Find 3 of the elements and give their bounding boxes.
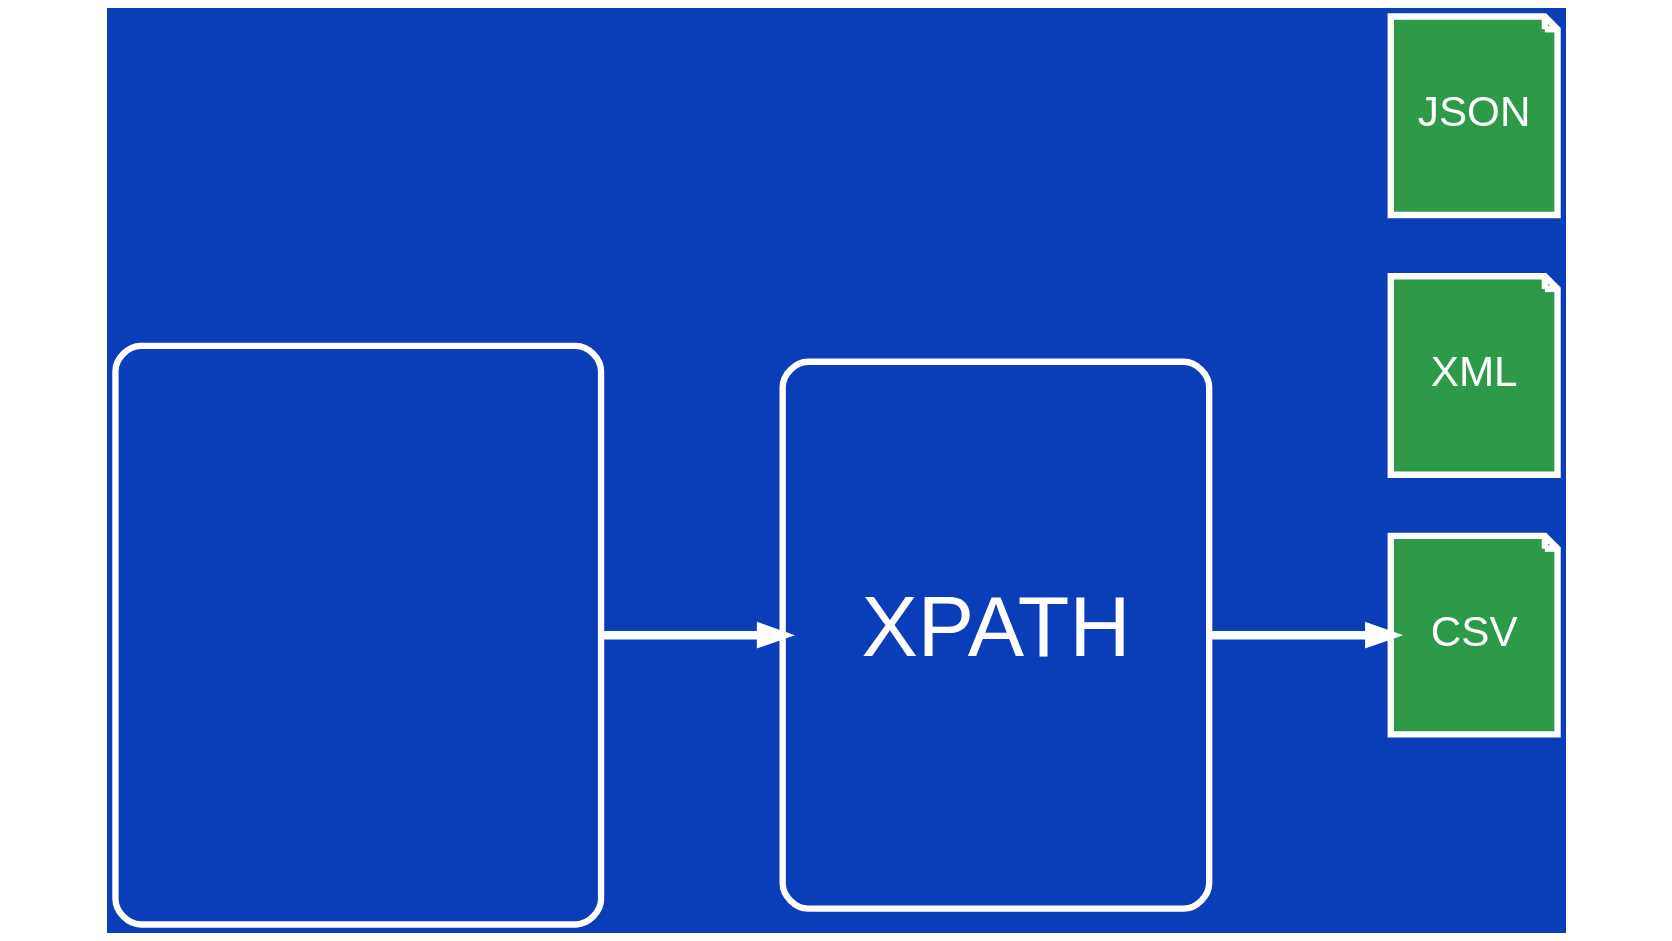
node-box [111,342,604,928]
node-box: XPATH [779,358,1212,912]
arrow [601,621,795,649]
